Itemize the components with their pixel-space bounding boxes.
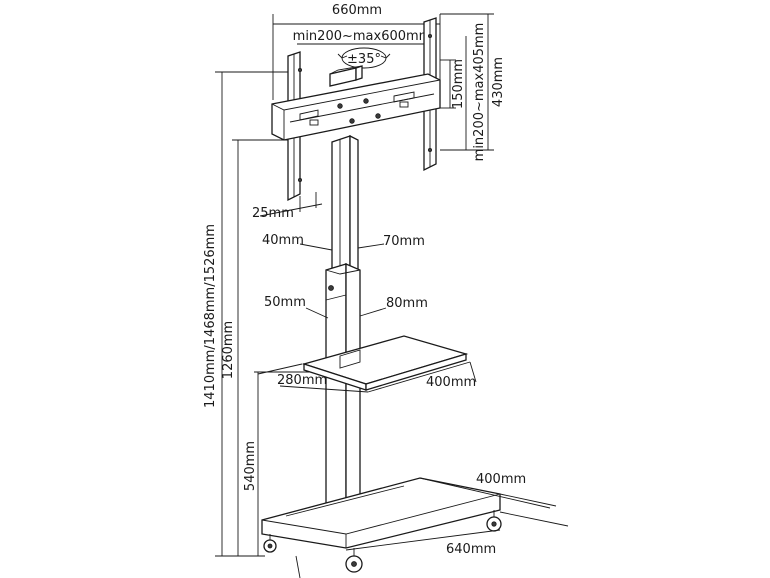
label-bracket-height: 150mm [451,59,466,109]
label-rotation: ±35° [347,52,381,67]
base-dimensions: 400mm 640mm [295,472,569,578]
label-lower-pole-a: 50mm [264,295,306,310]
plate-height-dimension: 430mm [440,13,506,151]
label-shelf-top-height: 1260mm [221,321,236,379]
label-shelf-width: 400mm [426,375,476,390]
caster-front-left [263,534,277,553]
bracket-height-dimension: 150mm [440,59,466,109]
label-vesa-height: min200~max405mm [472,23,487,162]
shelf-dimensions: 280mm 400mm [257,361,477,393]
vesa-width-dimension: min200~max600mm [293,29,432,45]
caster-wheels [263,510,502,573]
upper-pole-dimensions: 40mm 70mm [262,233,425,251]
rotation-indicator: ±35° [337,47,391,69]
label-upper-pole-a: 40mm [262,233,304,248]
middle-shelf [301,335,469,391]
label-upper-pole-b: 70mm [383,234,425,249]
bracket-depth-dimension: 25mm [252,192,323,221]
shelf-lower-height-dimension: 540mm [243,371,310,556]
upper-pole [331,134,359,275]
label-shelf-depth: 280mm [277,373,327,388]
total-height-dimension: 1410mm/1468mm/1526mm [203,71,300,557]
label-total-height: 1410mm/1468mm/1526mm [203,224,218,408]
shelf-top-height-dimension: 1260mm [221,139,290,556]
lower-pole-dimensions: 50mm 80mm [264,295,428,319]
vesa-mount-bracket [271,17,441,202]
caster-front-middle [345,548,363,573]
vesa-height-dimension: min200~max405mm [465,23,487,162]
label-base-depth: 400mm [476,472,526,487]
label-shelf-lower-height: 540mm [243,441,258,491]
label-vesa-width: min200~max600mm [293,29,432,44]
label-plate-height: 430mm [491,57,506,107]
lower-pole [325,263,361,515]
label-width-total: 660mm [332,3,382,18]
label-bracket-depth: 25mm [252,206,294,221]
caster-back-right [486,510,502,532]
label-lower-pole-b: 80mm [386,296,428,311]
label-base-width: 640mm [446,542,496,557]
width-dimension-660: 660mm [272,3,441,100]
